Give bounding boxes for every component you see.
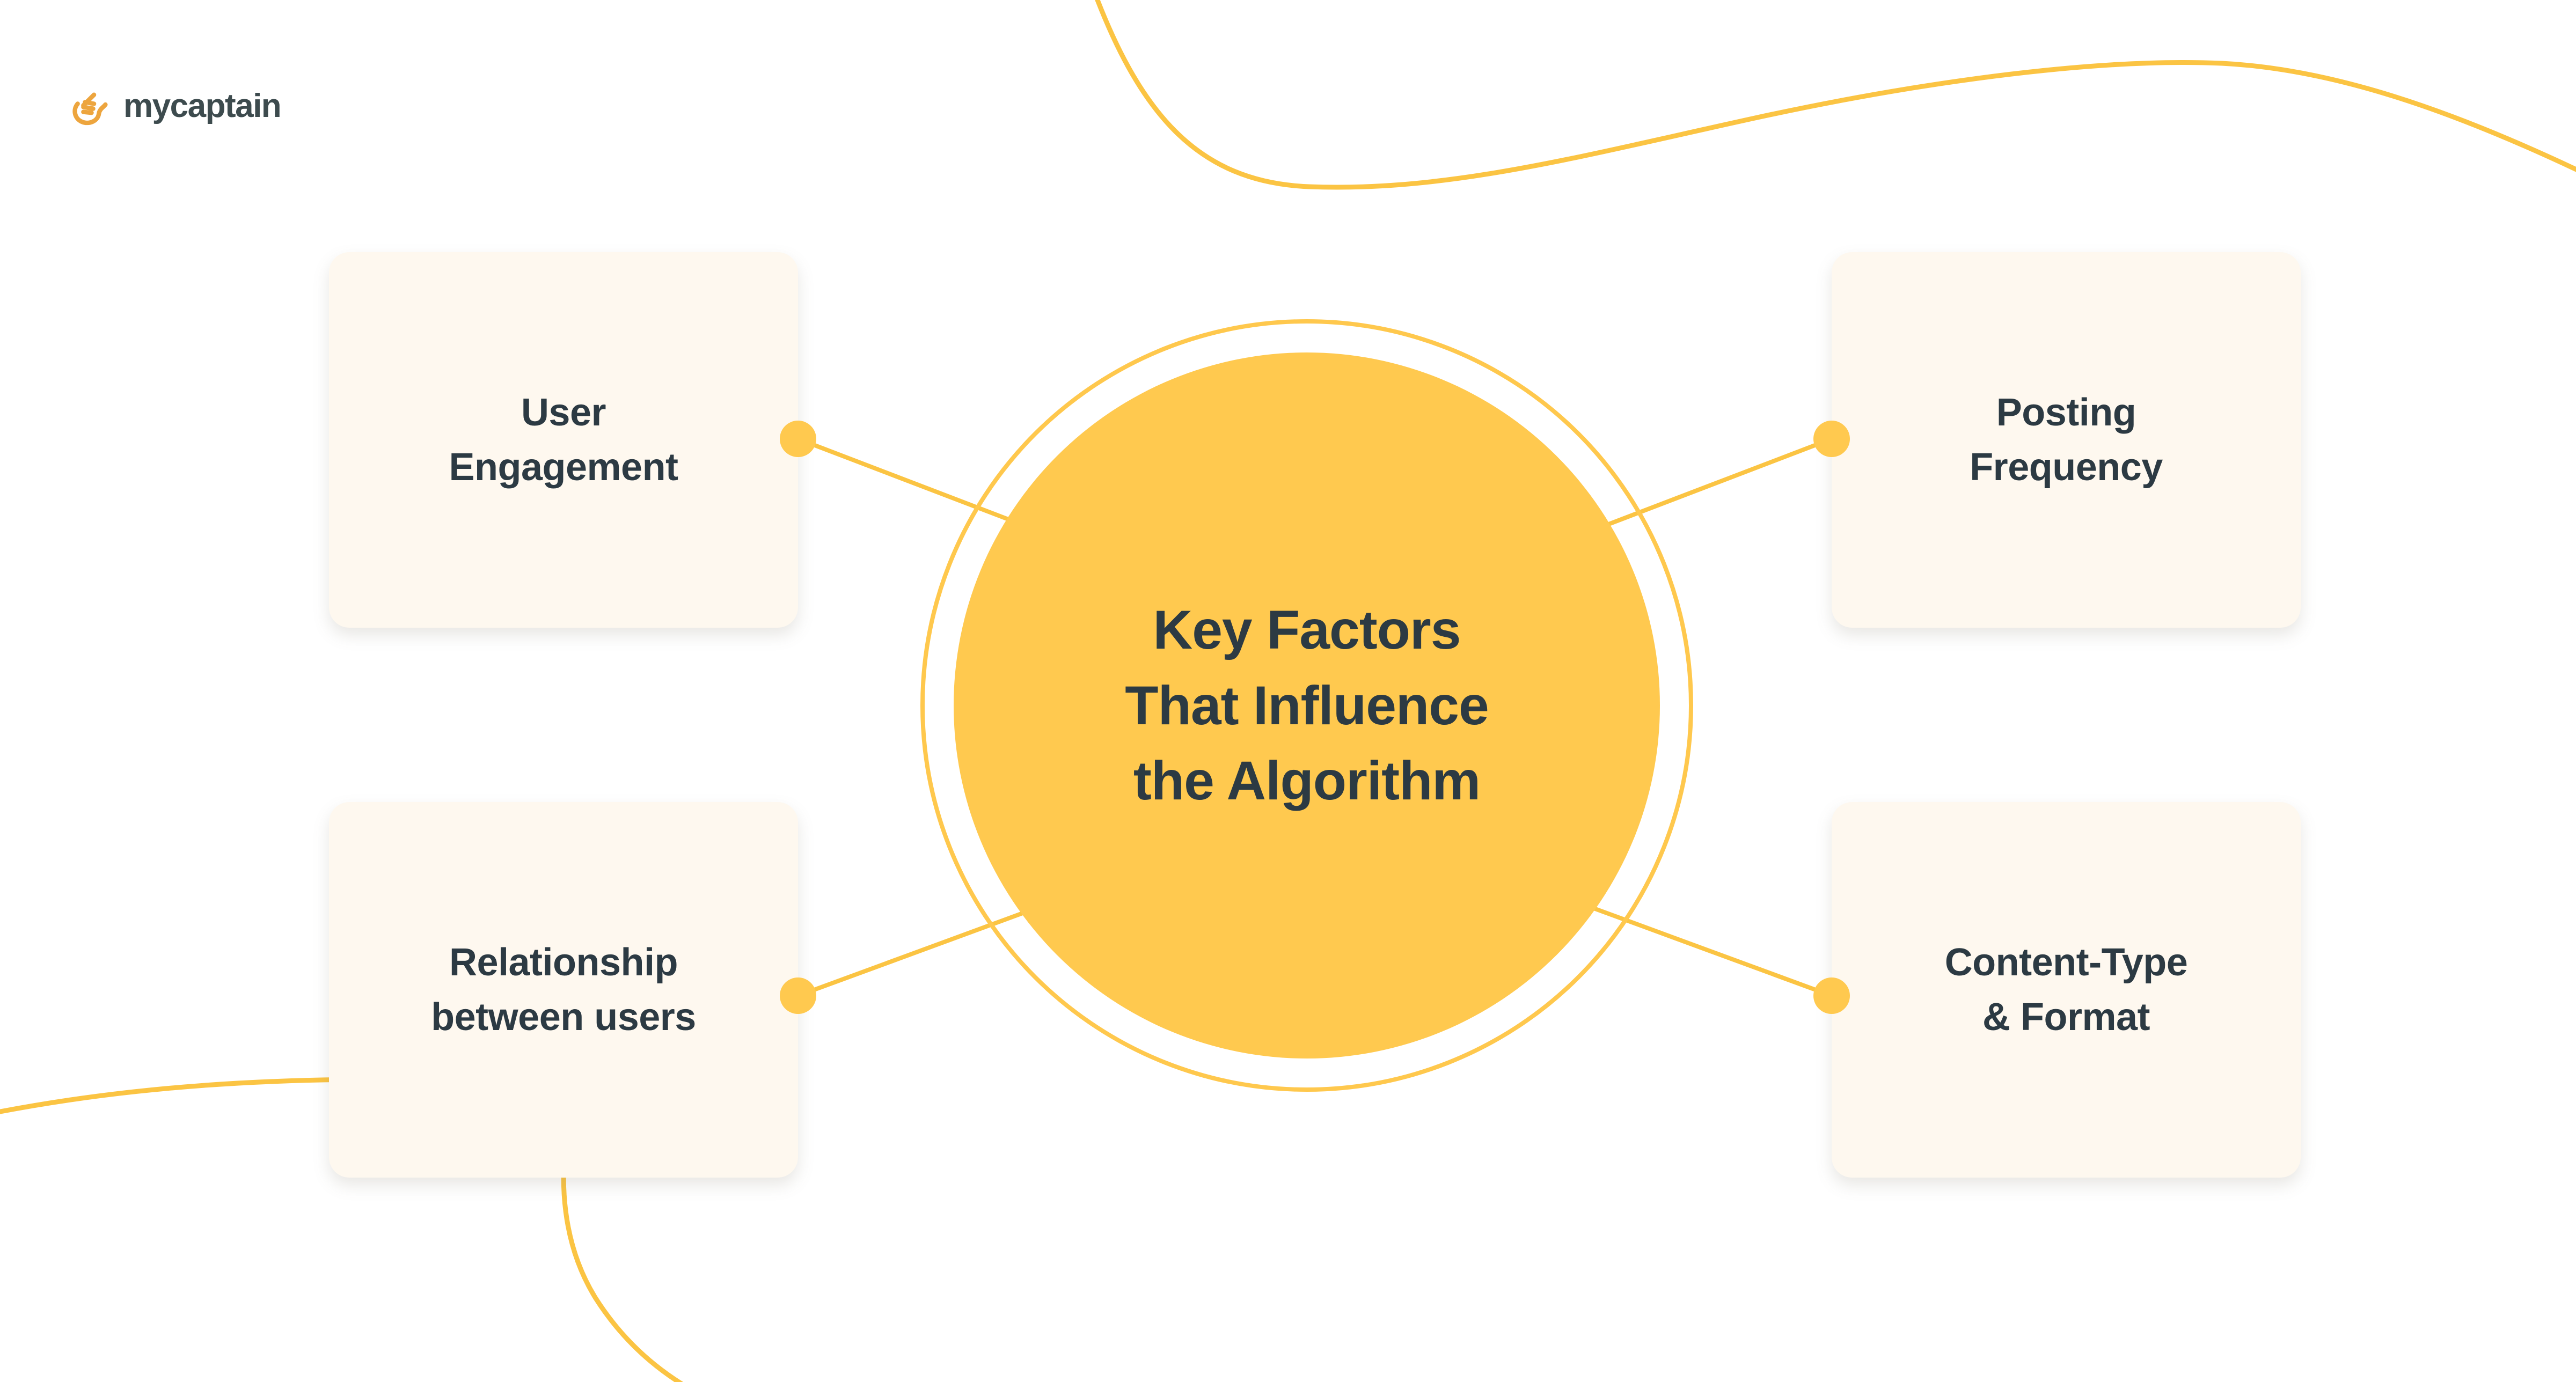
factor-card-user-engagement[interactable]: User Engagement xyxy=(329,252,798,628)
connector-dot-content-type-format xyxy=(1813,977,1850,1014)
hub-title-line-1: Key Factors xyxy=(1153,599,1461,660)
factor-label-line-1: User xyxy=(521,391,606,434)
factor-label-line-2: Frequency xyxy=(1970,446,2163,489)
factor-label-line-2: & Format xyxy=(1982,996,2150,1039)
connector-dot-relationship-between-users xyxy=(780,977,816,1014)
factor-card-posting-frequency[interactable]: Posting Frequency xyxy=(1832,252,2301,628)
factor-label-user-engagement: User Engagement xyxy=(449,385,678,495)
center-hub: Key Factors That Influence the Algorithm xyxy=(920,319,1693,1092)
hub-title-line-3: the Algorithm xyxy=(1133,750,1481,812)
hub-disc: Key Factors That Influence the Algorithm xyxy=(954,352,1660,1058)
hub-title-line-2: That Influence xyxy=(1125,674,1489,736)
connector-dot-posting-frequency xyxy=(1813,421,1850,457)
factor-card-content-type-format[interactable]: Content-Type & Format xyxy=(1832,802,2301,1178)
factor-label-content-type-format: Content-Type & Format xyxy=(1945,935,2188,1045)
shaka-hand-icon xyxy=(72,92,108,126)
factor-label-line-1: Content-Type xyxy=(1944,940,2188,984)
brand-logo: mycaptain xyxy=(69,86,282,127)
factor-label-line-1: Posting xyxy=(1996,391,2136,434)
factor-label-line-2: Engagement xyxy=(449,446,678,489)
factor-card-relationship-between-users[interactable]: Relationship between users xyxy=(329,802,798,1178)
factor-label-relationship-between-users: Relationship between users xyxy=(431,935,696,1045)
brand-wordmark: mycaptain xyxy=(123,87,282,124)
factor-label-line-1: Relationship xyxy=(449,940,678,984)
hub-outer-ring xyxy=(920,319,1693,1092)
factor-label-line-2: between users xyxy=(431,996,696,1039)
connector-dot-user-engagement xyxy=(780,421,816,457)
hub-title: Key Factors That Influence the Algorithm xyxy=(989,592,1624,819)
wave-top-line xyxy=(1095,0,2576,190)
factor-label-posting-frequency: Posting Frequency xyxy=(1970,385,2163,495)
